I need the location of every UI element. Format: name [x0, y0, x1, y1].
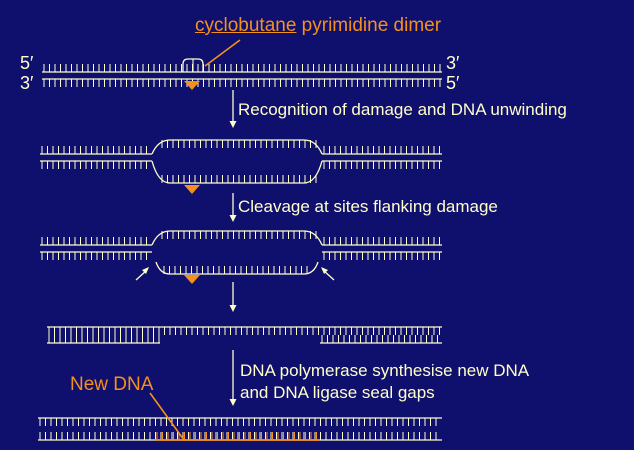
dimer-title-rest: pyrimidine dimer [296, 15, 442, 36]
new-dna-label: New DNA [70, 374, 154, 395]
cut-arrow-right-head [321, 267, 328, 274]
step-ligation: and DNA ligase seal gaps [240, 383, 435, 402]
arrow-step3-head [229, 305, 237, 312]
row2-bubble-bottom [151, 160, 323, 184]
end-label-bottom-left: 3′ [20, 73, 34, 93]
damage-marker-row1 [184, 81, 200, 90]
step-synthesis: DNA polymerase synthesise new DNA [240, 361, 530, 380]
arrow-step4-head [229, 399, 237, 406]
step-cleavage: Cleavage at sites flanking damage [238, 197, 498, 216]
step-recognition: Recognition of damage and DNA unwinding [238, 100, 567, 119]
row3-excised-fragment [155, 261, 319, 275]
end-label-top-right: 3′ [446, 53, 460, 73]
dimer-pointer-line [204, 39, 241, 67]
arrow-step2-head [229, 215, 237, 222]
end-label-bottom-right: 5′ [446, 73, 460, 93]
end-label-top-left: 5′ [20, 53, 34, 73]
dimer-title: cyclobutane pyrimidine dimer [195, 15, 441, 37]
damage-marker-row2 [184, 185, 200, 194]
row2-bubble-top [151, 139, 323, 155]
cut-arrow-left-head [142, 267, 149, 274]
row3-bubble-top [151, 230, 323, 246]
dimer-title-cyclobutane: cyclobutane [195, 15, 297, 36]
new-dna-pointer-line [149, 392, 185, 441]
damage-marker-row3 [184, 275, 200, 284]
arrow-step1-head [229, 121, 237, 128]
